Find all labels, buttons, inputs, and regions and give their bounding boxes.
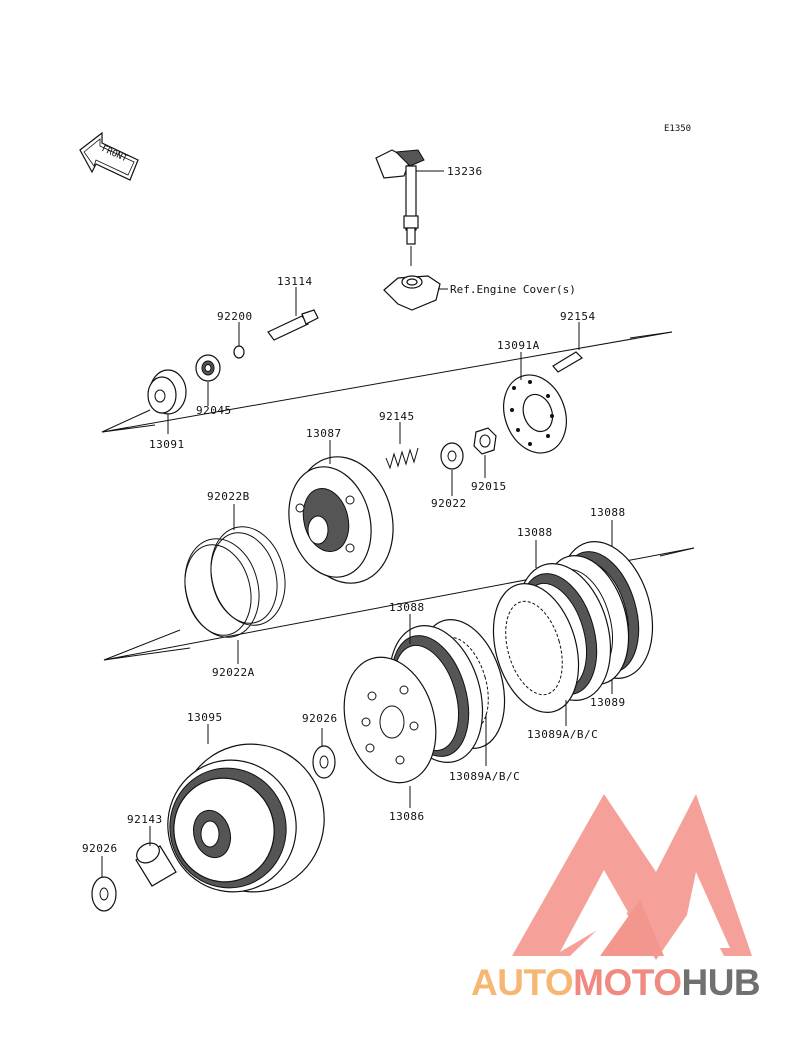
washer-92026-lower — [91, 876, 117, 912]
part-label: 92045 — [196, 404, 232, 417]
bolt-92154 — [552, 351, 583, 373]
front-arrow-icon: FRONT — [79, 131, 139, 181]
wire-ring-92022a — [184, 538, 260, 638]
spring-92145 — [385, 447, 419, 470]
part-label: 92200 — [217, 310, 253, 323]
ref-engine-cover-label: Ref.Engine Cover(s) — [450, 283, 576, 296]
part-label: 13088 — [590, 506, 626, 519]
part-label: 13089A/B/C — [527, 728, 598, 741]
part-label: 92143 — [127, 813, 163, 826]
washer-92200 — [233, 345, 245, 359]
clutch-housing-13095 — [167, 743, 325, 893]
automotohub-logo — [512, 794, 752, 960]
leader-lines — [101, 170, 613, 878]
part-label: 92015 — [471, 480, 507, 493]
part-label: 92154 — [560, 310, 596, 323]
washer-92022 — [440, 442, 464, 470]
watermark-text: AUTOMOTOHUB — [471, 962, 760, 1003]
clutch-hub-13087 — [288, 456, 394, 584]
part-label: 92022A — [212, 666, 255, 679]
part-label: 92145 — [379, 410, 415, 423]
part-label: 13088 — [389, 601, 425, 614]
part-label: 13091 — [149, 438, 185, 451]
part-label: 13089A/B/C — [449, 770, 520, 783]
part-label: 13088 — [517, 526, 553, 539]
wire-ring-92022b — [210, 526, 286, 626]
plate-13091a — [503, 374, 567, 454]
part-label: 13095 — [187, 711, 223, 724]
steel-plate-13089a-rear — [492, 583, 580, 713]
nut-92015 — [473, 427, 497, 455]
part-label: 13114 — [277, 275, 313, 288]
sleeve-92143 — [135, 842, 177, 887]
part-label: 13089 — [590, 696, 626, 709]
part-label: 92026 — [82, 842, 118, 855]
part-label: 92022B — [207, 490, 250, 503]
part-label: 13236 — [447, 165, 483, 178]
pushrod-13114 — [267, 309, 319, 341]
part-label: 92022 — [431, 497, 467, 510]
bearing-92045 — [195, 354, 221, 382]
diagram-code: E1350 — [664, 124, 691, 134]
clutch-release-shaft — [375, 149, 441, 311]
part-labels: 13236 13114 92200 92154 13091A 92045 130… — [82, 165, 626, 855]
part-label: 92026 — [302, 712, 338, 725]
part-label: 13086 — [389, 810, 425, 823]
cap-13091 — [147, 369, 187, 415]
part-label: 13091A — [497, 339, 540, 352]
pressure-plate-13086 — [343, 656, 437, 784]
part-label: 13087 — [306, 427, 342, 440]
washer-92026-upper — [312, 745, 336, 779]
